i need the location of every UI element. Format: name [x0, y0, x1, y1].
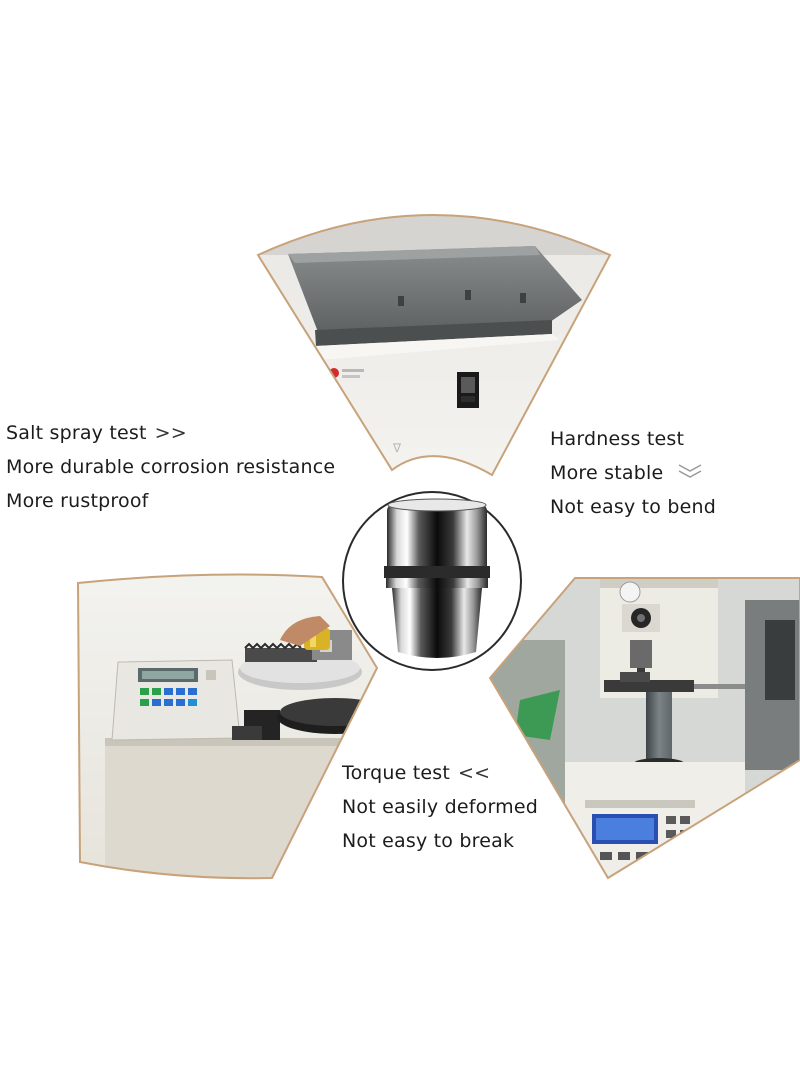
double-chevron-left-icon: <<	[458, 762, 491, 784]
hardness-caption: Hardness test More stable Not easy to be…	[550, 422, 716, 524]
hardness-title: Hardness test	[550, 428, 685, 450]
double-chevron-right-icon: >>	[154, 422, 187, 444]
torque-line-1: Not easily deformed	[342, 796, 538, 818]
salt-spray-title-line: Salt spray test >>	[6, 416, 335, 450]
svg-text:∇: ∇	[392, 441, 402, 455]
chamber-lid	[288, 246, 582, 332]
chrome-socket-image	[342, 491, 522, 671]
torque-caption: Torque test << Not easily deformed Not ea…	[342, 756, 538, 858]
torque-title: Torque test	[342, 762, 450, 784]
hardness-line-1-row: More stable	[550, 456, 716, 490]
salt-spray-title: Salt spray test	[6, 422, 147, 444]
salt-spray-caption: Salt spray test >> More durable corrosion…	[6, 416, 335, 518]
hardness-column	[646, 692, 672, 762]
torque-sector-border	[76, 573, 379, 880]
hardness-sector-border	[488, 577, 800, 880]
torque-line-2: Not easy to break	[342, 830, 515, 852]
double-chevron-down-icon	[677, 457, 703, 491]
salt-spray-line-2: More rustproof	[6, 490, 149, 512]
salt-spray-line-1: More durable corrosion resistance	[6, 456, 336, 478]
salt-spray-sector-border	[256, 214, 612, 477]
hardness-line-2: Not easy to bend	[550, 496, 717, 518]
hardness-line-1: More stable	[550, 462, 664, 484]
torque-title-line: Torque test <<	[342, 756, 538, 790]
